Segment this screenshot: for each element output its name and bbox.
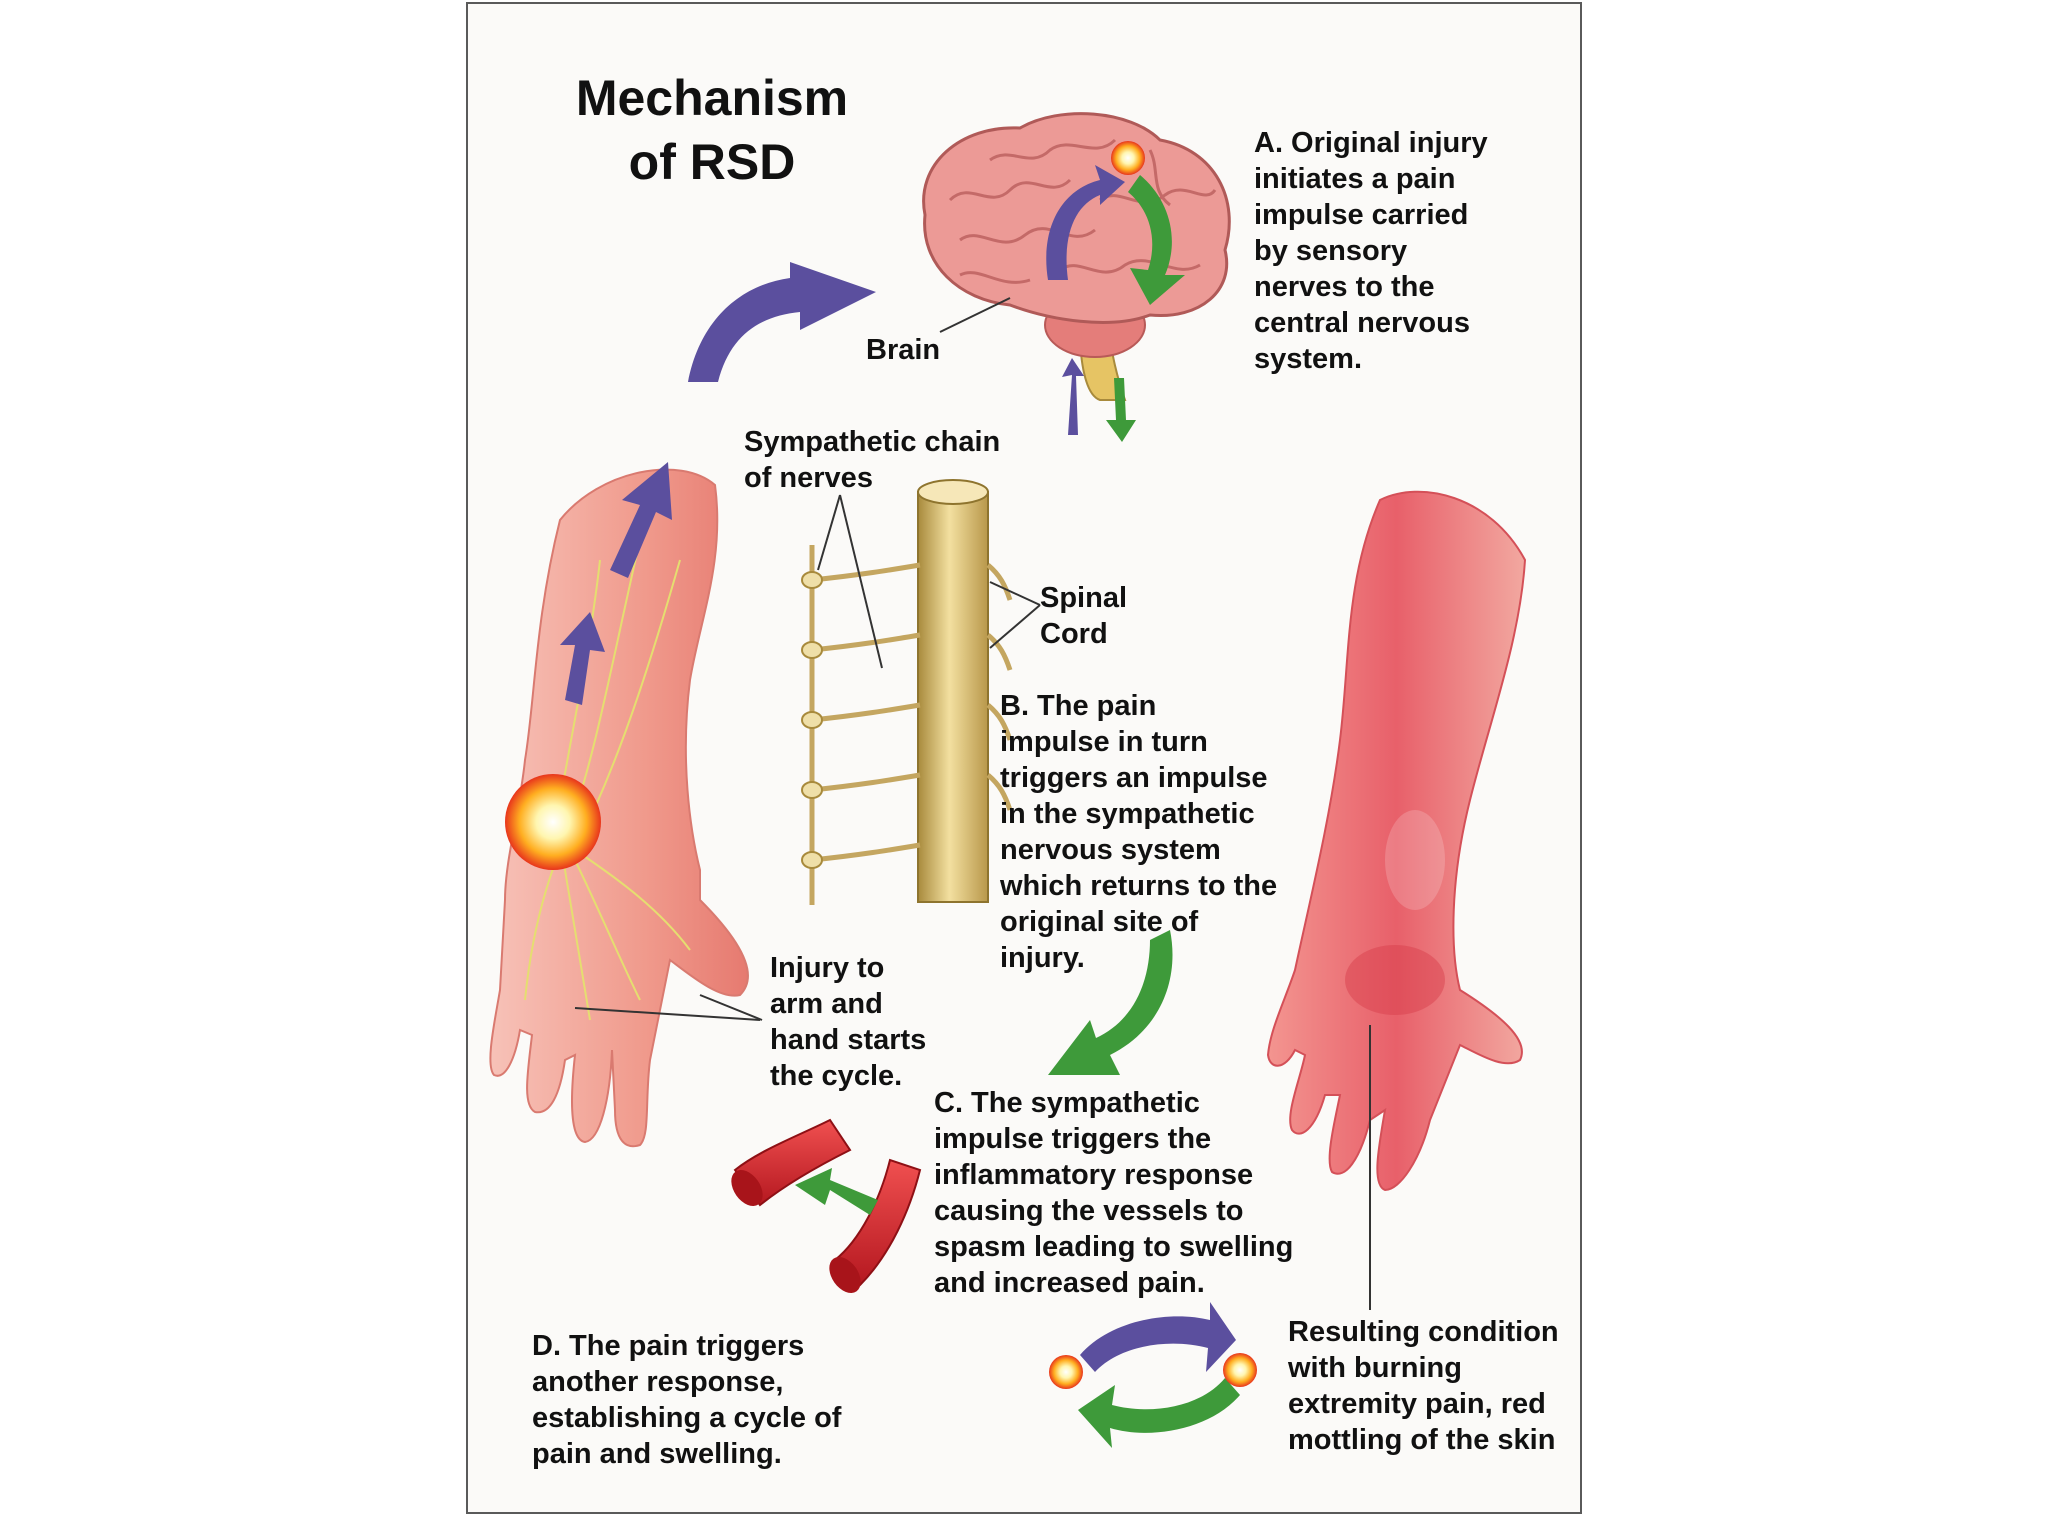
step-b-text: B. The pain impulse in turn triggers an … <box>1000 690 1278 974</box>
step-a-text: A. Original injury initiates a pain impu… <box>1254 127 1488 375</box>
right-arm-inflamed-illustration <box>1266 490 1527 1310</box>
purple-arrow-to-brain <box>688 262 876 382</box>
injury-label: Injury to arm and hand starts the cycle. <box>770 952 927 1092</box>
sympathetic-chain-label: Sympathetic chain of nerves <box>744 426 1001 494</box>
step-c-text: C. The sympathetic impulse triggers the … <box>934 1087 1294 1299</box>
step-d-text: D. The pain triggers another response, e… <box>532 1330 842 1470</box>
spinal-cord-label: Spinal Cord <box>1040 582 1128 650</box>
cycle-icon <box>1049 1302 1257 1448</box>
left-arm-illustration <box>489 462 763 1148</box>
blood-vessel-illustration <box>731 1118 922 1294</box>
brain-label: Brain <box>866 334 941 366</box>
diagram-title: Mechanism of RSD <box>575 70 849 190</box>
green-arrow-to-vessels <box>1048 930 1173 1075</box>
resulting-condition-label: Resulting condition with burning extremi… <box>1288 1316 1559 1456</box>
brain-illustration <box>922 112 1231 442</box>
spinal-cord-illustration <box>801 479 1041 905</box>
